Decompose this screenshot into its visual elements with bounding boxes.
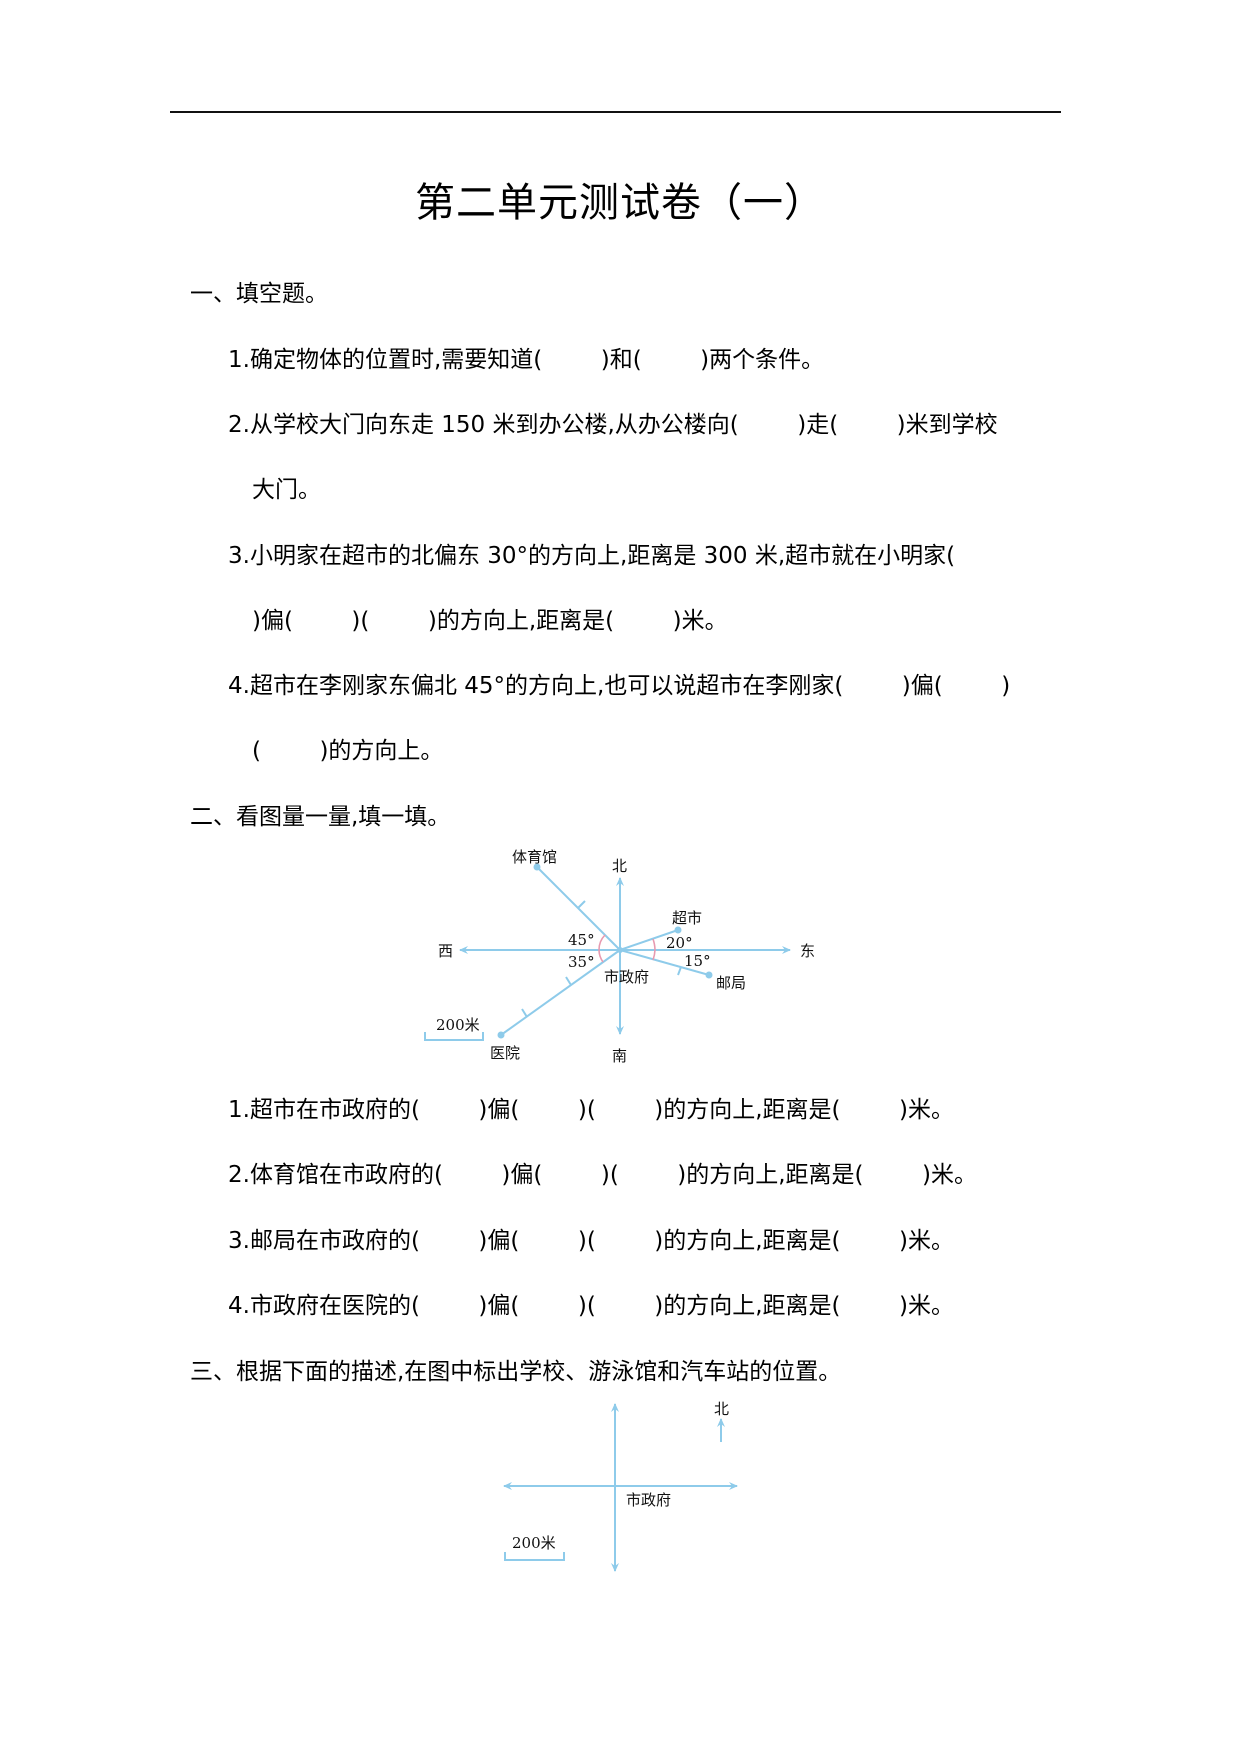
s1-question-3: 3.小明家在超市的北偏东 30°的方向上,距离是 300 米,超市就在小明家( (228, 543, 956, 569)
label-north-2: 北 (714, 1400, 729, 1418)
angle-supermarket: 20° (666, 934, 693, 952)
s1-question-3-cont: )偏( )( )的方向上,距离是( )米。 (252, 608, 728, 634)
angle-gym: 45° (568, 931, 595, 949)
section2-heading: 二、看图量一量,填一填。 (190, 804, 451, 830)
s1-question-2-cont: 大门。 (252, 477, 321, 503)
s2-question-1: 1.超市在市政府的( )偏( )( )的方向上,距离是( )米。 (228, 1097, 954, 1123)
section3-heading: 三、根据下面的描述,在图中标出学校、游泳馆和汽车站的位置。 (190, 1359, 842, 1385)
s2-question-4: 4.市政府在医院的( )偏( )( )的方向上,距离是( )米。 (228, 1293, 954, 1319)
angle-post-office: 15° (684, 952, 711, 970)
label-gym: 体育馆 (512, 848, 557, 866)
scale-bar (504, 1552, 565, 1561)
angle-hospital: 35° (568, 953, 595, 971)
label-post-office: 邮局 (716, 974, 746, 992)
scale-label: 200米 (436, 1016, 480, 1034)
label-center: 市政府 (604, 968, 649, 986)
label-hospital: 医院 (490, 1044, 520, 1062)
label-supermarket: 超市 (672, 909, 702, 927)
s1-question-1: 1.确定物体的位置时,需要知道( )和( )两个条件。 (228, 347, 825, 373)
label-east: 东 (800, 942, 815, 960)
s1-question-2: 2.从学校大门向东走 150 米到办公楼,从办公楼向( )走( )米到学校 (228, 412, 998, 438)
s1-question-4: 4.超市在李刚家东偏北 45°的方向上,也可以说超市在李刚家( )偏( ) (228, 673, 1011, 699)
scale-label-2: 200米 (512, 1534, 556, 1552)
page-title: 第二单元测试卷（一） (415, 180, 825, 226)
header-rule (170, 111, 1061, 113)
label-south: 南 (612, 1047, 627, 1065)
s2-question-2: 2.体育馆在市政府的( )偏( )( )的方向上,距离是( )米。 (228, 1162, 977, 1188)
section1-heading: 一、填空题。 (190, 281, 328, 307)
label-center-2: 市政府 (626, 1491, 671, 1509)
label-west: 西 (438, 942, 453, 960)
label-north: 北 (612, 857, 627, 875)
s1-question-4-cont: ( )的方向上。 (252, 738, 444, 764)
s2-question-3: 3.邮局在市政府的( )偏( )( )的方向上,距离是( )米。 (228, 1228, 954, 1254)
